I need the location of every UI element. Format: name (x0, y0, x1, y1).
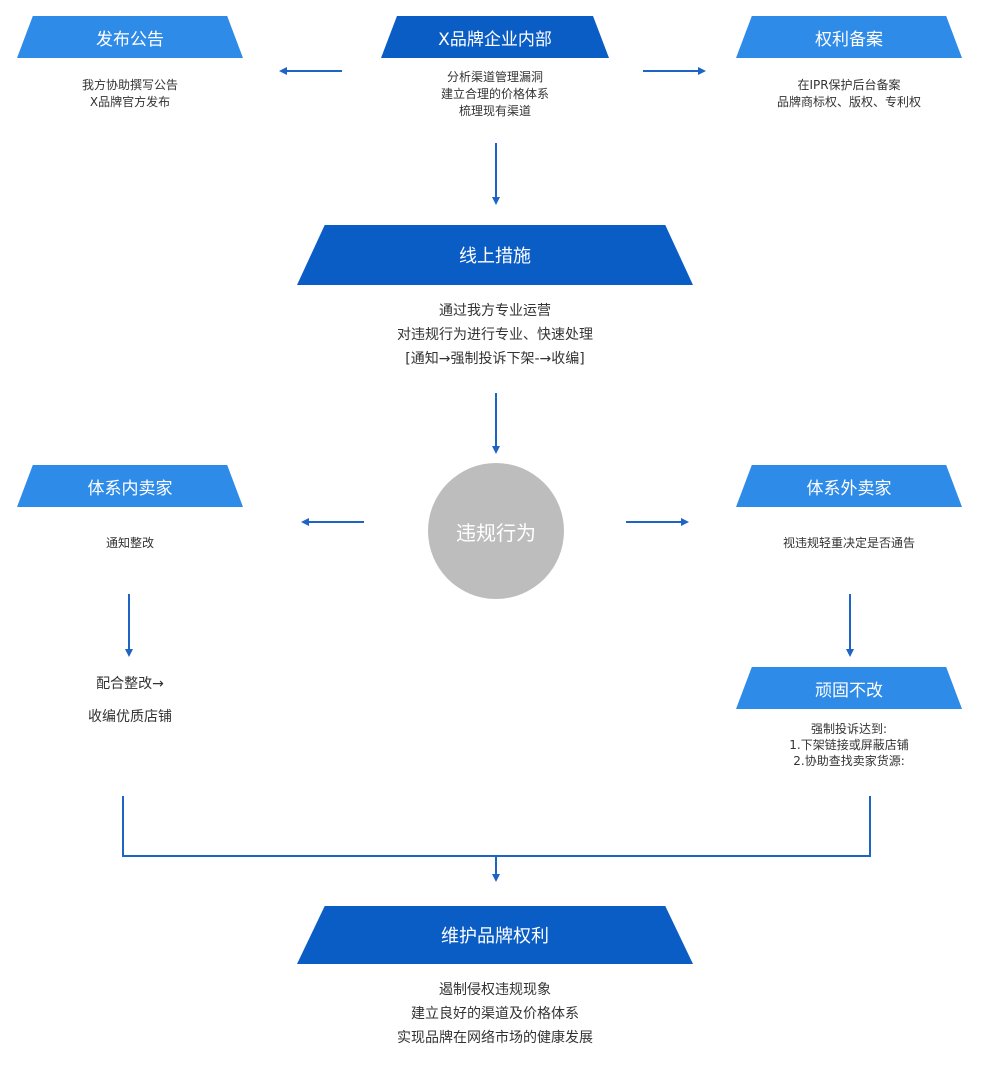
protect-rights-line: 遏制侵权违规现象 (439, 982, 551, 998)
inside-seller-node: 体系内卖家 通知整改 (8, 465, 252, 579)
announce-node: 发布公告 我方协助撰写公告 X品牌官方发布 (8, 16, 252, 130)
stubborn-line: 强制投诉达到: (810, 722, 888, 736)
rights-filing-line: 品牌商标权、版权、专利权 (776, 95, 921, 109)
rights-filing-line: 在IPR保护后台备案 (797, 78, 901, 92)
announce-title: 发布公告 (17, 16, 243, 58)
protect-rights-node: 维护品牌权利 遏制侵权违规现象 建立良好的渠道及价格体系 实现品牌在网络市场的健… (283, 906, 707, 1064)
stubborn-title: 顽固不改 (736, 667, 962, 709)
inside-seller-line: 通知整改 (105, 535, 154, 550)
internal-title: X品牌企业内部 (381, 16, 609, 58)
rights-filing-node: 权利备案 在IPR保护后台备案 品牌商标权、版权、专利权 (727, 16, 971, 130)
announce-line: 我方协助撰写公告 (81, 78, 178, 92)
stubborn-node: 顽固不改 强制投诉达到: 1.下架链接或屏蔽店铺 2.协助查找卖家货源: (727, 667, 971, 781)
internal-node: X品牌企业内部 分析渠道管理漏洞 建立合理的价格体系 梳理现有渠道 (372, 16, 618, 130)
internal-line: 分析渠道管理漏洞 (446, 69, 543, 84)
announce-line: X品牌官方发布 (89, 95, 171, 109)
merge-line (122, 796, 871, 857)
protect-rights-line: 实现品牌在网络市场的健康发展 (397, 1030, 593, 1046)
protect-rights-title: 维护品牌权利 (297, 906, 693, 964)
violation-circle: 违规行为 (428, 463, 564, 599)
online-measures-line: 通过我方专业运营 (439, 303, 551, 319)
stubborn-line: 2.协助查找卖家货源: (793, 754, 905, 768)
stubborn-line: 1.下架链接或屏蔽店铺 (789, 738, 909, 752)
online-measures-node: 线上措施 通过我方专业运营 对违规行为进行专业、快速处理 [通知→强制投诉下架-… (283, 225, 707, 385)
online-measures-title: 线上措施 (297, 225, 693, 285)
internal-line: 梳理现有渠道 (458, 103, 531, 118)
online-measures-line: 对违规行为进行专业、快速处理 (397, 327, 593, 343)
violation-label: 违规行为 (456, 520, 536, 545)
outside-seller-line: 视违规轻重决定是否通告 (782, 535, 915, 550)
inside-seller-title: 体系内卖家 (17, 465, 243, 507)
rights-filing-title: 权利备案 (736, 16, 962, 58)
internal-line: 建立合理的价格体系 (440, 86, 549, 101)
cooperate-line: 收编优质店铺 (88, 709, 172, 725)
cooperate-line: 配合整改→ (96, 676, 164, 692)
cooperate-node: 配合整改→ 收编优质店铺 (8, 666, 252, 781)
outside-seller-title: 体系外卖家 (736, 465, 962, 507)
online-measures-line: [通知→强制投诉下架-→收编] (405, 351, 585, 367)
outside-seller-node: 体系外卖家 视违规轻重决定是否通告 (727, 465, 971, 579)
protect-rights-line: 建立良好的渠道及价格体系 (411, 1006, 579, 1022)
